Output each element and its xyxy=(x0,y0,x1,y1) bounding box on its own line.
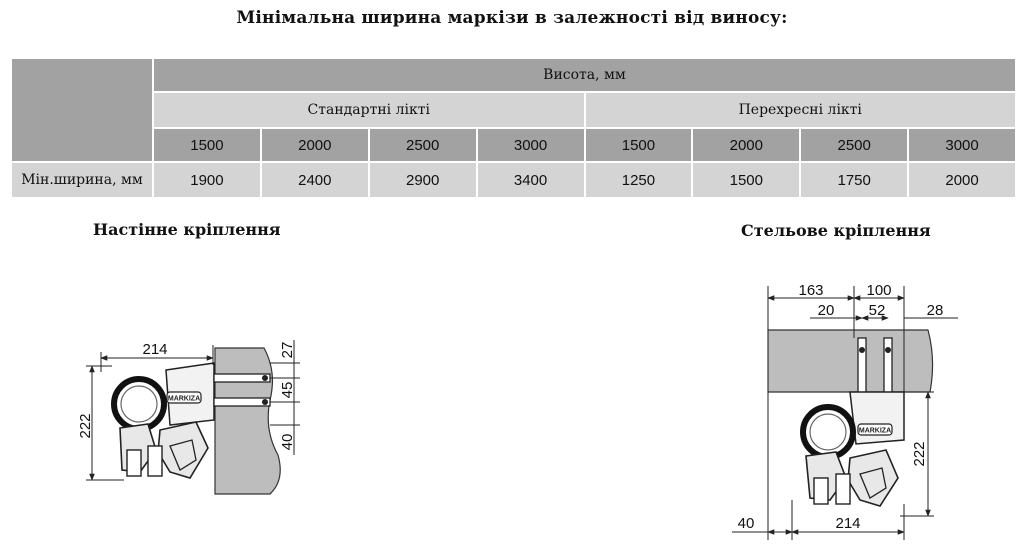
wall-dim-40: 40 xyxy=(279,434,296,451)
wall-mount-drawing: MARKIZA 214 222 27 45 40 xyxy=(77,340,300,495)
height-cell: 1500 xyxy=(583,127,694,163)
width-cell: 3400 xyxy=(475,161,586,199)
height-header: Висота, мм xyxy=(152,57,1017,93)
ceiling-dim-28: 28 xyxy=(927,302,944,319)
ceiling-dim-40: 40 xyxy=(738,515,755,532)
height-cell: 2000 xyxy=(691,127,802,163)
height-cell: 2000 xyxy=(259,127,370,163)
arm-head-right xyxy=(157,421,209,479)
ceiling-dim-222: 222 xyxy=(911,441,928,466)
row-label: Мін.ширина, мм xyxy=(10,161,154,199)
ceiling-dim-163: 163 xyxy=(798,282,823,299)
group-standard-arms: Стандартні лікті xyxy=(152,91,586,129)
width-cell: 2000 xyxy=(907,161,1017,199)
brand-logo-ceiling: MARKIZA xyxy=(859,428,891,435)
width-cell: 1250 xyxy=(583,161,694,199)
width-cell: 1900 xyxy=(152,161,262,199)
wall-dim-222: 222 xyxy=(77,413,94,438)
group-cross-arms: Перехресні лікті xyxy=(583,91,1017,129)
width-cell: 1500 xyxy=(691,161,802,199)
height-cell: 3000 xyxy=(907,127,1017,163)
width-cell: 1750 xyxy=(799,161,910,199)
wall-mount-title: Настінне кріплення xyxy=(93,220,281,239)
ceiling-dim-20: 20 xyxy=(818,302,835,319)
ceiling-shape xyxy=(767,329,934,393)
ceiling-bolt-right xyxy=(883,337,893,397)
ceiling-dim-100: 100 xyxy=(866,282,891,299)
height-cell: 1500 xyxy=(152,127,262,163)
width-cell: 2900 xyxy=(367,161,478,199)
wall-dim-45: 45 xyxy=(279,382,296,399)
ceiling-bracket xyxy=(849,391,905,445)
wall-shape xyxy=(214,347,281,495)
width-cell: 2400 xyxy=(259,161,370,199)
ceiling-mount-title: Стельове кріплення xyxy=(741,221,931,240)
wall-bolt-top xyxy=(213,373,271,383)
height-cell: 2500 xyxy=(367,127,478,163)
height-cell: 3000 xyxy=(475,127,586,163)
brand-logo: MARKIZA xyxy=(168,396,200,403)
ceiling-dim-52: 52 xyxy=(869,302,886,319)
wall-dim-27: 27 xyxy=(279,342,296,359)
min-width-table: Висота, мм Стандартні лікті Перехресні л… xyxy=(10,57,1017,199)
wall-bolt-bottom xyxy=(213,397,271,407)
wall-dim-214: 214 xyxy=(142,341,167,358)
ceiling-mount-drawing: MARKIZA 163 100 20 52 28 222 xyxy=(732,282,958,540)
ceiling-bolt-left xyxy=(857,337,867,397)
page-title: Мінімальна ширина маркізи в залежності в… xyxy=(236,8,788,28)
ceiling-dim-214: 214 xyxy=(835,515,860,532)
height-cell: 2500 xyxy=(799,127,910,163)
table-corner-cell xyxy=(10,57,154,163)
